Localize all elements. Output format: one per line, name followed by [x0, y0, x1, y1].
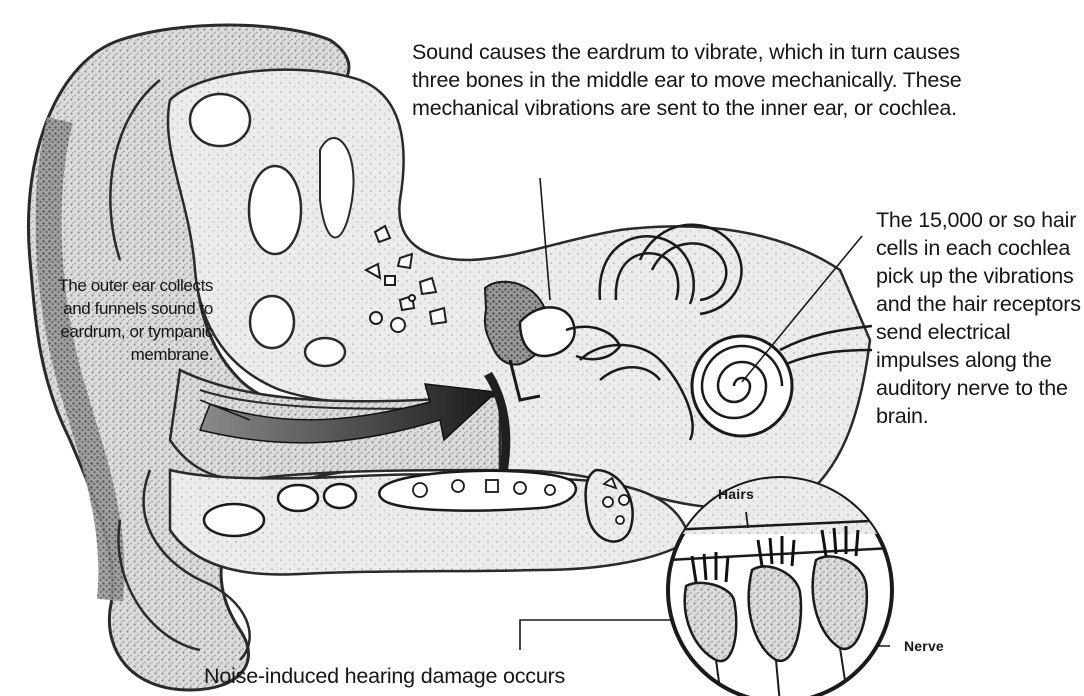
caption-noise-damage: Noise-induced hearing damage occurs: [204, 662, 664, 690]
cochlea: [692, 336, 792, 436]
caption-middle-ear: Sound causes the eardrum to vibrate, whi…: [412, 38, 972, 122]
hair-cell-inset: [668, 478, 892, 696]
lower-bone: [170, 470, 690, 575]
caption-outer-ear: The outer ear collects and funnels sound…: [24, 272, 217, 368]
nerve-label: Nerve: [904, 638, 944, 654]
caption-hair-cells: The 15,000 or so hair cells in each coch…: [876, 206, 1081, 430]
hairs-label: Hairs: [718, 486, 754, 502]
